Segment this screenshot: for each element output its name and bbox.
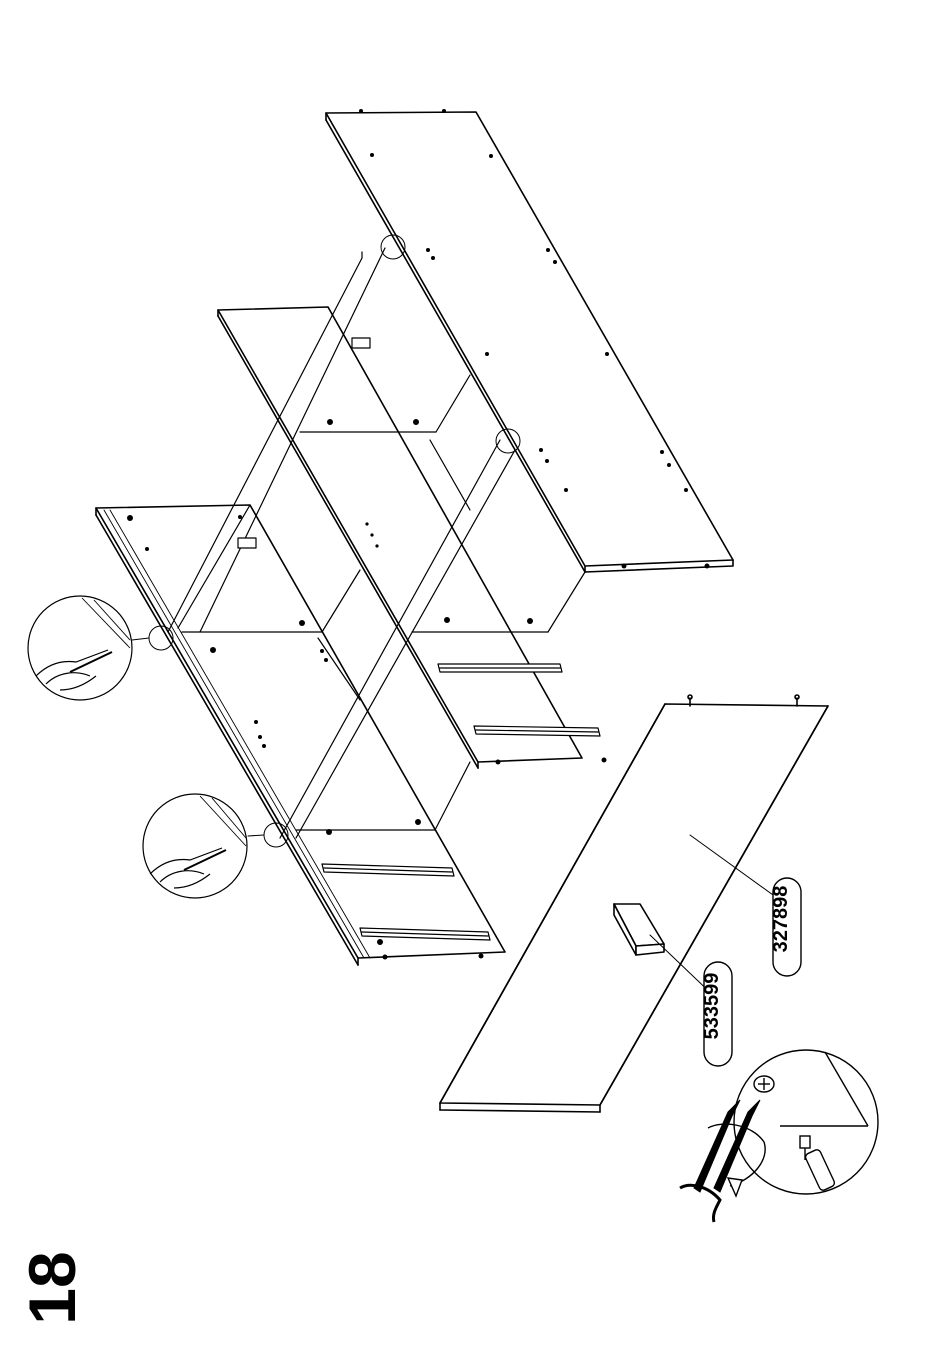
hand-detail-callout-top — [28, 596, 132, 700]
hand-detail-callout-bottom — [143, 794, 247, 898]
side-panel — [96, 505, 505, 965]
svg-text:533599: 533599 — [701, 973, 723, 1040]
part-label-327898: 327898 — [770, 878, 801, 976]
hardware-bag — [614, 904, 664, 955]
screw-detail-callout — [734, 1050, 878, 1194]
svg-text:327898: 327898 — [770, 886, 792, 953]
top-panel — [326, 109, 733, 572]
part-label-533599: 533599 — [701, 962, 732, 1066]
middle-divider-panel — [218, 307, 607, 768]
step-number: 18 — [15, 1251, 89, 1324]
